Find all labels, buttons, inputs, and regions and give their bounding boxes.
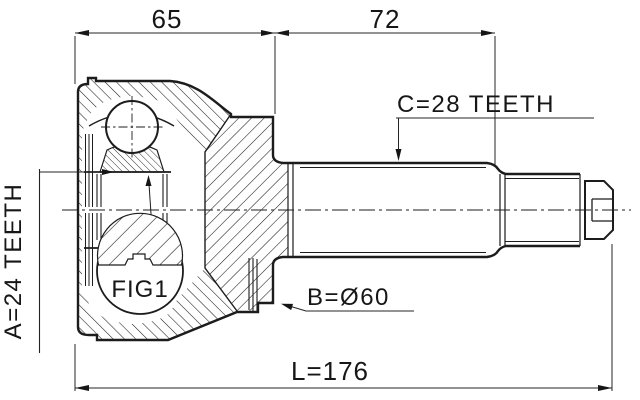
extension-lines: [74, 36, 276, 114]
dim-72-label: 72: [370, 4, 401, 34]
end-cap: [584, 180, 614, 240]
fig1-detail: FIG1: [96, 175, 184, 315]
spline-bore-lines-bottom: [96, 213, 168, 240]
arrow-right: [261, 30, 275, 36]
spline-end-section: [499, 174, 614, 246]
snap-ring-slot: [591, 198, 613, 222]
ball-crosshair: [101, 96, 163, 158]
b-diameter-label: B=Ø60: [307, 284, 390, 311]
b-diameter-arrow: [281, 303, 293, 311]
c-teeth-arrow: [395, 149, 402, 161]
outline-top: [76, 76, 580, 327]
length-label: L=176: [291, 356, 369, 386]
a-teeth-label: A=24 TEETH: [0, 183, 27, 340]
spline-edge-lines: [505, 178, 579, 242]
arrow-left: [275, 30, 289, 36]
b-diameter-leader: [290, 306, 307, 312]
dimension-65: 65: [74, 4, 276, 114]
a-teeth-arrow: [102, 169, 114, 175]
mouth-bore-lines-top: [85, 134, 93, 207]
extension-lines: [74, 244, 613, 391]
shaft: [76, 76, 614, 342]
fig1-leader-arrow: [145, 175, 152, 186]
housing-section-right-hatch: [205, 114, 288, 312]
label-b-diameter: B=Ø60: [281, 284, 414, 312]
shaft-surface-lines: [300, 167, 486, 253]
arrow-right: [481, 30, 495, 36]
label-a-teeth: A=24 TEETH: [0, 169, 114, 353]
arrow-left: [75, 30, 89, 36]
housing-section-left-hatch: [78, 78, 237, 340]
fig1-tooth-profile-hatch: [96, 212, 184, 266]
c-teeth-label: C=28 TEETH: [397, 91, 555, 118]
spline-bore-lines-top: [96, 174, 168, 207]
outline-bottom: [76, 244, 580, 342]
dimension-length: L=176: [74, 244, 613, 391]
dimension-72: 72: [275, 4, 496, 166]
dim-65-label: 65: [152, 4, 183, 34]
arrow-left: [75, 385, 89, 391]
fig1-label: FIG1: [111, 276, 168, 303]
mouth-bore-lines-bottom: [85, 213, 93, 286]
arrow-right: [598, 385, 612, 391]
label-c-teeth: C=28 TEETH: [395, 91, 594, 161]
